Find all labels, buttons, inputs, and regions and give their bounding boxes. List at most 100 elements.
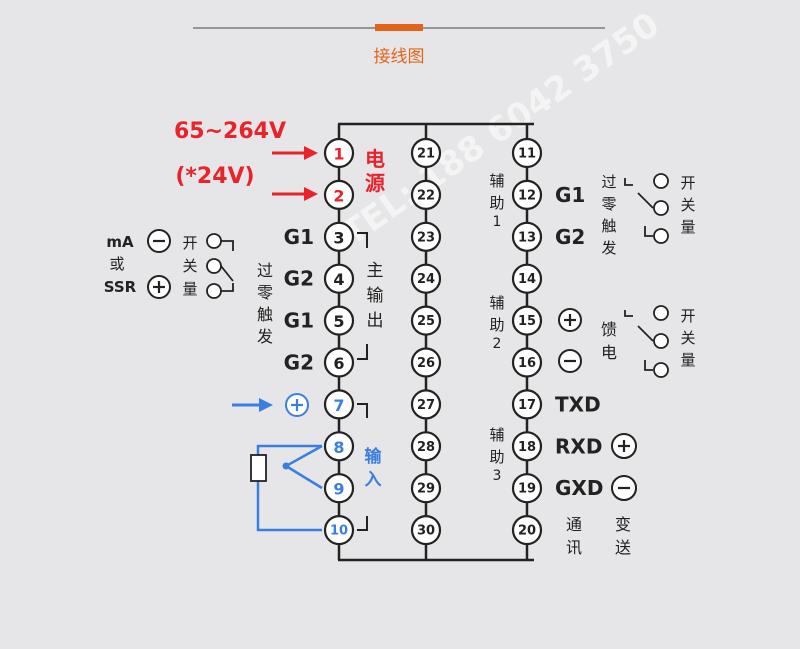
terminal-circle xyxy=(511,473,543,504)
terminal-number: 3 xyxy=(333,228,344,247)
terminal-tag: G2 xyxy=(284,267,314,291)
input-bracket-bottom xyxy=(357,516,368,531)
terminal-circle xyxy=(410,221,442,252)
aux1-char-2: 助 xyxy=(489,194,504,212)
terminal-circle xyxy=(323,514,355,546)
terminal-number: 13 xyxy=(518,230,536,245)
switch-left-char-3: 量 xyxy=(182,280,197,298)
terminal-tag: G2 xyxy=(284,351,314,375)
terminal-circle xyxy=(511,305,543,336)
feedback-char-1: 馈 xyxy=(601,320,617,339)
feedback-plus-icon xyxy=(558,308,582,332)
terminal-number: 16 xyxy=(518,356,536,371)
terminal-circle xyxy=(410,179,442,210)
aux2-char-2: 助 xyxy=(489,316,504,334)
transmit-char-1: 变 xyxy=(615,515,631,534)
zero-cross-right-char-4: 发 xyxy=(601,239,616,257)
terminal-circle xyxy=(410,473,442,504)
terminal-tag: TXD xyxy=(555,392,601,416)
terminal-circle xyxy=(511,514,543,546)
terminal-number: 24 xyxy=(417,272,435,287)
aux2-char-3: 2 xyxy=(493,336,502,352)
aux3-char-1: 辅 xyxy=(489,426,504,444)
power-voltage: 65~264V xyxy=(174,119,286,144)
terminal-number: 26 xyxy=(417,356,435,371)
main-output-bracket-bottom xyxy=(357,344,368,360)
main-output-char-2: 输 xyxy=(367,286,384,306)
main-output-char-3: 出 xyxy=(367,311,384,331)
terminal-number: 1 xyxy=(333,145,344,164)
terminal-number: 10 xyxy=(330,524,348,539)
terminal-number: 25 xyxy=(417,314,435,329)
ssr-label: SSR xyxy=(104,278,137,296)
switch-aux2-char-2: 关 xyxy=(680,329,695,347)
feedback-char-2: 电 xyxy=(601,343,617,362)
zero-cross-left-char-1: 过 xyxy=(257,261,273,280)
terminal-circle xyxy=(323,263,355,294)
terminal-circle xyxy=(511,221,543,252)
transmit-minus-icon xyxy=(611,475,637,501)
zero-cross-right-char-1: 过 xyxy=(601,173,616,191)
feedback-minus-icon xyxy=(558,349,582,373)
page-title: 接线图 xyxy=(374,47,425,67)
terminal-columns: 123G14G25G16G278910212223242526272829301… xyxy=(284,137,603,546)
terminal-circle xyxy=(410,389,442,420)
relay-contacts-left-icon xyxy=(206,233,234,299)
terminal-circle xyxy=(410,431,442,462)
terminal-number: 12 xyxy=(518,188,536,203)
terminal-circle xyxy=(410,137,442,169)
terminal-circle xyxy=(511,389,543,420)
terminal-circle xyxy=(323,347,355,378)
header-accent-bar xyxy=(375,24,423,31)
power-voltage-alt: (*24V) xyxy=(175,164,254,189)
terminal-number: 15 xyxy=(518,314,536,329)
zero-cross-right-char-2: 零 xyxy=(601,195,616,213)
aux3-char-2: 助 xyxy=(489,448,504,466)
switch-aux2-char-3: 量 xyxy=(680,351,695,369)
relay-contacts-aux1-icon xyxy=(624,173,669,244)
main-output-bracket-top xyxy=(357,232,368,248)
terminal-number: 23 xyxy=(417,230,435,245)
terminal-circle xyxy=(410,263,442,294)
terminal-tag: RXD xyxy=(555,434,602,458)
terminal-number: 19 xyxy=(518,482,536,497)
switch-aux1-char-3: 量 xyxy=(680,218,695,236)
terminal-tag: G2 xyxy=(555,225,585,249)
terminal-circle xyxy=(323,305,355,336)
input-arrow xyxy=(232,398,273,412)
terminal-number: 22 xyxy=(417,188,435,203)
terminal-number: 5 xyxy=(333,312,344,331)
main-output-char-1: 主 xyxy=(367,261,384,281)
terminal-number: 27 xyxy=(417,398,435,413)
power-label-char-1: 电 xyxy=(365,147,385,171)
terminal-circle xyxy=(323,431,355,462)
comm-char-1: 通 xyxy=(566,515,582,534)
aux1-char-1: 辅 xyxy=(489,172,504,190)
terminal-number: 2 xyxy=(333,186,344,205)
input-bracket-top xyxy=(357,403,368,418)
or-label: 或 xyxy=(109,255,124,273)
aux2-char-1: 辅 xyxy=(489,294,504,312)
sensor-wiring xyxy=(250,444,323,532)
terminal-number: 17 xyxy=(518,398,536,413)
terminal-number: 30 xyxy=(417,524,435,539)
switch-aux2-char-1: 开 xyxy=(680,307,695,325)
power-label-char-2: 源 xyxy=(365,171,385,195)
comm-char-2: 讯 xyxy=(566,538,582,557)
terminal-number: 11 xyxy=(518,147,536,162)
terminal-circle xyxy=(511,347,543,378)
terminal-number: 7 xyxy=(333,396,344,415)
terminal-tag: G1 xyxy=(284,309,314,333)
terminal-number: 18 xyxy=(518,440,536,455)
zero-cross-left-char-3: 触 xyxy=(257,305,273,324)
aux3-char-3: 3 xyxy=(493,468,502,484)
terminal-circle xyxy=(323,179,355,210)
terminal-number: 20 xyxy=(518,524,536,539)
ma-label: mA xyxy=(106,233,134,251)
terminal-circle xyxy=(323,389,355,420)
input-plus-icon xyxy=(285,393,309,417)
minus-icon xyxy=(147,229,171,253)
terminal-number: 6 xyxy=(333,354,344,373)
switch-left-char-2: 关 xyxy=(182,257,197,275)
